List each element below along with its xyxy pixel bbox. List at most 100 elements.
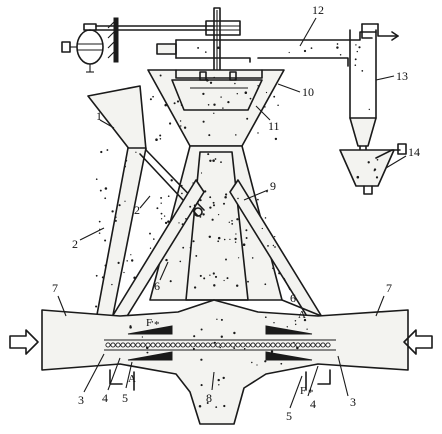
particle-dot: [130, 254, 132, 256]
particle-dot: [223, 279, 225, 282]
particle-dot: [193, 286, 197, 289]
grinding-bead: [255, 342, 261, 348]
particle-dot: [117, 261, 120, 264]
particle-dot: [222, 107, 224, 109]
particle-dot: [213, 76, 215, 79]
particle-dot: [167, 195, 170, 198]
particle-dot: [95, 305, 98, 308]
particle-dot: [95, 274, 98, 277]
grinding-bead: [175, 342, 181, 348]
particle-dot: [243, 347, 246, 350]
particle-dot: [234, 82, 236, 85]
particle-dot: [225, 193, 228, 196]
particle-dot: [211, 218, 214, 221]
grinding-bead: [295, 342, 301, 348]
particle-dot: [233, 347, 236, 349]
grinding-bead: [205, 342, 211, 348]
label-7-right: 7: [386, 281, 392, 295]
label-1: 1: [96, 109, 102, 123]
particle-dot: [278, 272, 281, 275]
particle-dot: [209, 159, 212, 163]
grinding-bead: [275, 342, 281, 348]
particle-dot: [173, 102, 176, 105]
particle-dot: [294, 320, 297, 322]
particle-dot: [124, 200, 126, 202]
particle-dot: [231, 219, 233, 222]
particle-dot: [123, 271, 125, 274]
particle-dot: [163, 215, 166, 217]
label-9: 9: [270, 179, 276, 193]
particle-dot: [99, 189, 102, 192]
particle-dot: [272, 244, 275, 247]
grinding-bead: [310, 342, 316, 348]
particle-dot: [208, 134, 211, 137]
classifier-housing: [147, 69, 285, 147]
particle-dot: [231, 223, 234, 225]
particle-dot: [217, 378, 220, 382]
label-5-left: 5: [122, 391, 128, 405]
particle-dot: [270, 350, 274, 353]
particle-dot: [233, 331, 236, 335]
particle-dot: [149, 98, 152, 101]
grinding-bead: [280, 342, 286, 348]
particle-dot: [234, 241, 237, 243]
grinding-bead: [125, 342, 131, 348]
label-2-left: 2: [72, 237, 78, 251]
particle-dot: [226, 277, 229, 280]
grinding-bead: [150, 342, 156, 348]
particle-dot: [256, 364, 258, 366]
grinding-bead: [225, 342, 231, 348]
grinding-bead: [185, 342, 191, 348]
particle-dot: [222, 202, 226, 205]
particle-dot: [272, 267, 274, 270]
particle-dot: [303, 49, 307, 53]
label-2-inner: 2: [134, 203, 140, 217]
particle-dot: [104, 239, 107, 242]
particle-dot: [160, 202, 162, 204]
particle-dot: [277, 104, 279, 106]
particle-dot: [310, 47, 313, 49]
grinding-bead: [120, 342, 126, 348]
particle-dot: [294, 323, 297, 326]
grinding-bead: [170, 342, 176, 348]
label-a-right: A: [298, 309, 306, 321]
particle-dot: [237, 197, 239, 200]
particle-dot: [170, 179, 173, 182]
particle-dot: [141, 336, 144, 338]
grinding-bead: [305, 342, 311, 348]
particle-dot: [219, 346, 221, 349]
particle-dot: [115, 216, 117, 218]
particle-dot: [242, 243, 246, 246]
grinding-bead: [105, 342, 111, 348]
particle-dot: [235, 284, 239, 287]
particle-dot: [195, 254, 198, 257]
particle-dot: [200, 358, 203, 361]
grinding-bead: [230, 342, 236, 348]
particle-dot: [264, 316, 267, 319]
particle-dot: [270, 328, 273, 332]
label-12: 12: [312, 3, 324, 17]
particle-dot: [336, 43, 339, 45]
grinding-bead: [180, 342, 186, 348]
particle-dot: [264, 106, 266, 108]
particle-dot: [159, 138, 162, 140]
particle-dot: [189, 247, 191, 249]
particle-dot: [367, 161, 370, 164]
label-13: 13: [396, 69, 408, 83]
particle-dot: [130, 259, 134, 262]
particle-dot: [336, 46, 339, 49]
grinding-media-beads: [105, 342, 331, 348]
grinding-bead: [260, 342, 266, 348]
particle-dot: [217, 236, 221, 240]
particle-dot: [273, 95, 276, 98]
particle-dot: [251, 257, 254, 259]
cyclone-separator: [339, 23, 407, 195]
particle-dot: [245, 237, 248, 239]
grinding-bead: [160, 342, 166, 348]
particle-dot: [356, 50, 358, 53]
particle-dot: [213, 112, 215, 114]
particle-dot: [225, 258, 227, 261]
particle-dot: [217, 240, 220, 243]
particle-dot: [264, 217, 267, 219]
label-10: 10: [302, 85, 314, 99]
